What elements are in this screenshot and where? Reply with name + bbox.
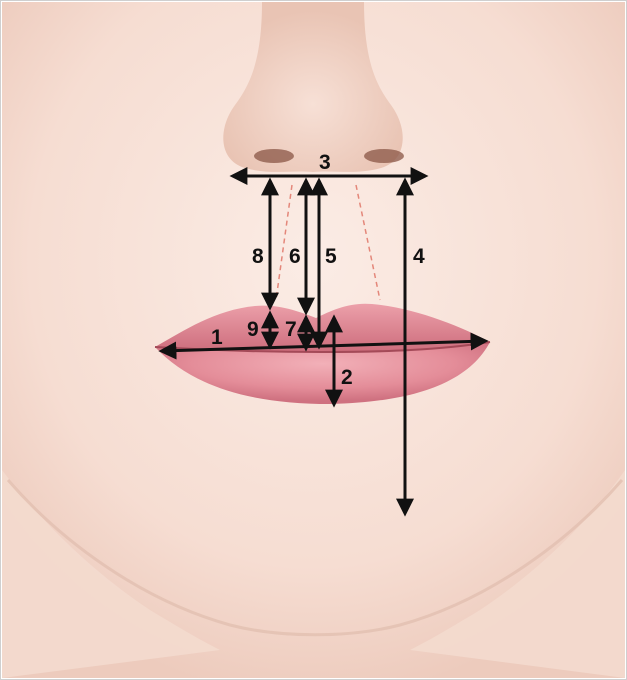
label-5: 5 <box>325 245 337 268</box>
label-8: 8 <box>252 245 264 268</box>
nostril-right <box>364 149 404 163</box>
label-3: 3 <box>319 151 331 174</box>
label-6: 6 <box>289 245 301 268</box>
nostril-left <box>254 149 294 163</box>
label-9: 9 <box>247 318 259 341</box>
label-2: 2 <box>341 366 353 389</box>
label-7: 7 <box>285 318 297 341</box>
label-1: 1 <box>211 326 223 349</box>
label-4: 4 <box>413 245 425 268</box>
